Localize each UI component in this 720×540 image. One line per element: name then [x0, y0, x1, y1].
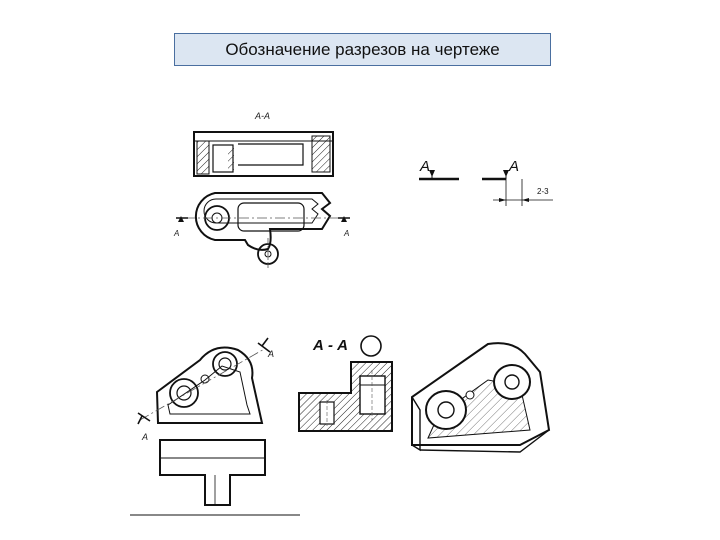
cut-symbol-left-label: А [419, 158, 430, 175]
bottom-isometric-view [411, 342, 551, 453]
bottom-cut-label-upper: А [267, 349, 274, 359]
dimension-label: 2-3 [537, 187, 549, 196]
bottom-front-view: А А [137, 337, 274, 442]
section-marker-circle [360, 335, 382, 357]
slide-title: Обозначение разрезов на чертеже [174, 33, 551, 66]
slide-title-text: Обозначение разрезов на чертеже [225, 39, 500, 59]
cut-symbol-right: А 2-3 [482, 158, 553, 206]
bottom-top-view [130, 439, 300, 516]
bottom-section-view: А - А [298, 335, 393, 432]
cut-symbol-left: А [419, 158, 459, 181]
top-cut-label-left: А [173, 229, 179, 238]
cut-symbol-right-label: А [508, 158, 519, 175]
bottom-cut-label-lower: А [141, 432, 148, 442]
top-section-label: А-А [254, 111, 270, 121]
top-section-view: А-А [193, 111, 334, 177]
top-cut-label-right: А [343, 229, 349, 238]
bottom-section-label: А - А [312, 337, 348, 354]
top-plan-view: А А [173, 192, 350, 270]
